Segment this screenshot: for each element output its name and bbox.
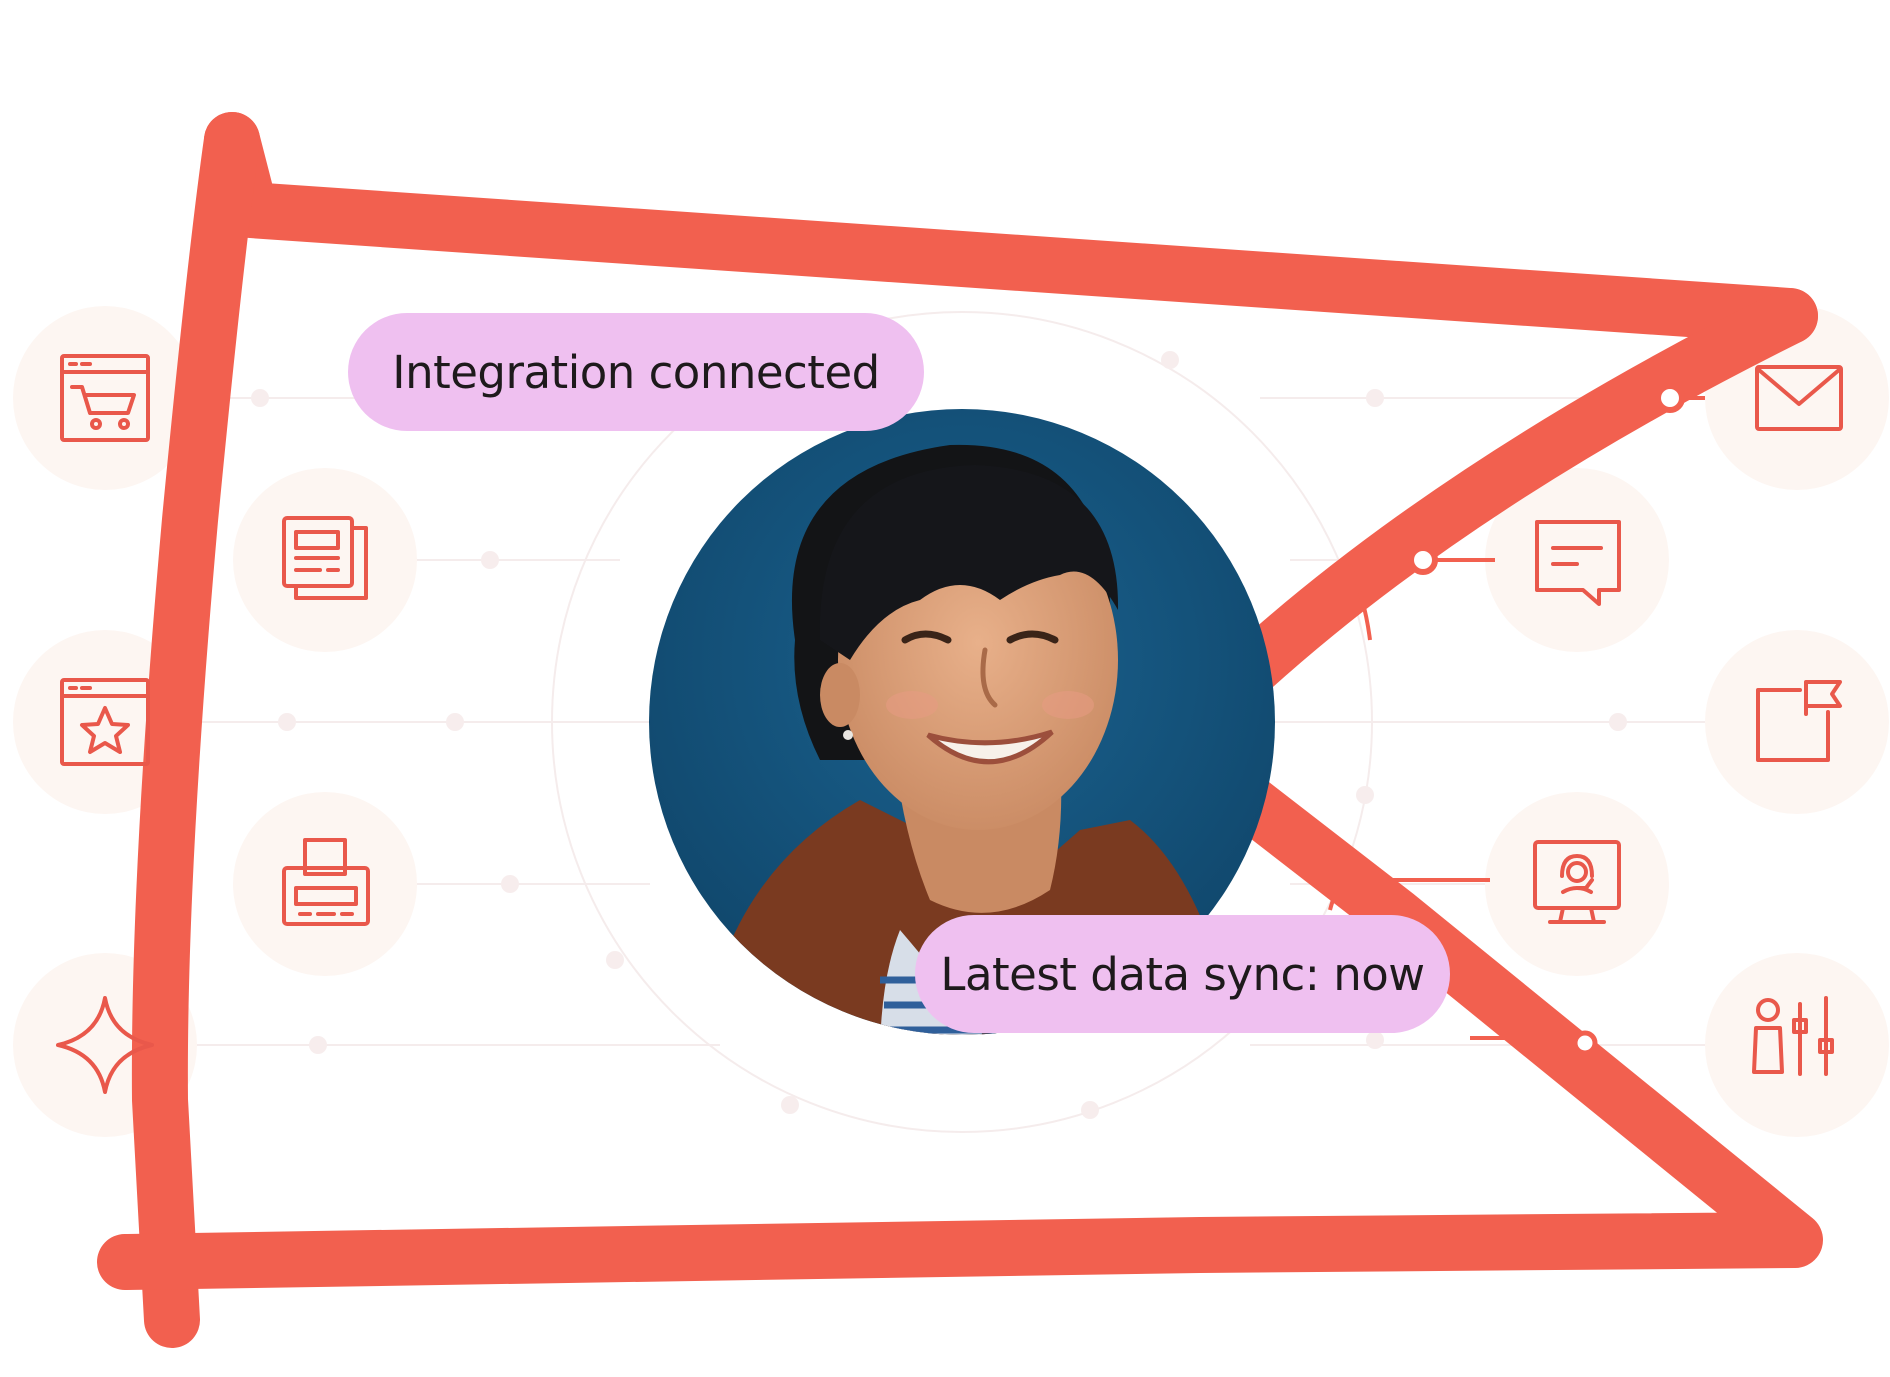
- email-icon: [1755, 365, 1843, 431]
- integration-connected-label: Integration connected: [392, 345, 880, 399]
- sparkle-icon: [56, 996, 154, 1094]
- guide-network: [190, 311, 1720, 1133]
- chat-icon: [1535, 520, 1621, 606]
- guide-dots: [251, 351, 1627, 1119]
- documents-icon: [282, 516, 368, 600]
- integration-connected-badge: Integration connected: [348, 313, 924, 431]
- flag-box-icon: [1756, 680, 1842, 762]
- printer-icon: [282, 838, 370, 926]
- favorite-window-icon: [60, 678, 150, 766]
- settings-sliders-icon: [1752, 996, 1834, 1076]
- data-sync-badge: Latest data sync: now: [915, 915, 1450, 1033]
- right-icon-bubbles: [1485, 306, 1889, 1137]
- data-sync-label: Latest data sync: now: [940, 947, 1425, 1001]
- support-agent-icon: [1533, 840, 1621, 924]
- connector-nodes: [1408, 383, 1685, 575]
- connector-node: [1572, 1030, 1598, 1056]
- shopping-cart-icon: [60, 354, 150, 442]
